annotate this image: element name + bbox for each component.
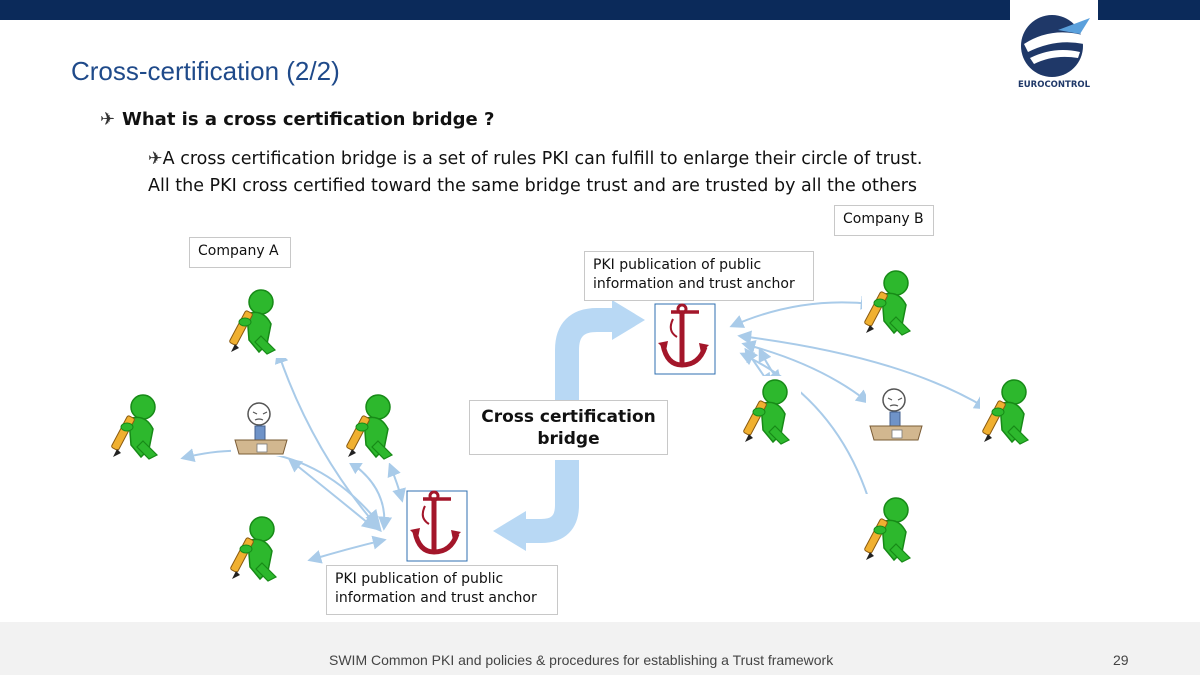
company-a-user-icon	[108, 390, 170, 464]
bridge-label-line-2: bridge	[537, 429, 600, 449]
top-banner	[0, 0, 1200, 20]
company-b-user-icon	[979, 375, 1041, 449]
airplane-icon: ✈	[100, 109, 116, 130]
answer-paragraph: ✈A cross certification bridge is a set o…	[148, 146, 1028, 200]
question-bullet: ✈ What is a cross certification bridge ?	[100, 109, 494, 130]
eurocontrol-logo: EUROCONTROL	[1010, 0, 1098, 100]
answer-line-2: All the PKI cross certified toward the s…	[148, 176, 918, 196]
pki-publication-top: PKI publication of public information an…	[584, 251, 814, 301]
logo-emblem-icon	[1021, 15, 1090, 77]
company-a-user-icon	[343, 390, 405, 464]
footer: SWIM Common PKI and policies & procedure…	[0, 622, 1200, 675]
company-a-user-icon	[226, 285, 288, 359]
airplane-icon: ✈	[148, 149, 163, 169]
company-b-trust-arrows	[729, 295, 989, 513]
bridge-arrow-up-head	[612, 300, 645, 340]
answer-line-1: A cross certification bridge is a set of…	[162, 149, 923, 169]
footer-text: SWIM Common PKI and policies & procedure…	[329, 652, 834, 668]
company-b-admin-icon	[865, 381, 927, 443]
company-b-user-icon	[861, 493, 923, 567]
page-number: 29	[1113, 652, 1129, 668]
company-b-user-icon	[861, 266, 923, 340]
pki-publication-top-line-2: information and trust anchor	[593, 276, 795, 292]
bridge-arrow-up	[555, 308, 615, 400]
trust-anchor-icon	[407, 491, 467, 561]
bridge-arrow-down	[522, 460, 579, 543]
pki-publication-top-line-1: PKI publication of public	[593, 257, 762, 273]
pki-publication-bottom-line-2: information and trust anchor	[335, 590, 537, 606]
pki-publication-bottom: PKI publication of public information an…	[326, 565, 558, 615]
company-b-label: Company B	[834, 205, 934, 236]
question-text: What is a cross certification bridge ?	[122, 109, 495, 130]
company-a-admin-icon	[230, 395, 292, 457]
bridge-label-line-1: Cross certification	[481, 407, 656, 427]
trust-anchor-icon	[655, 304, 715, 374]
company-a-label: Company A	[189, 237, 291, 268]
logo-text: EUROCONTROL	[1017, 80, 1091, 90]
company-b-user-icon	[740, 375, 802, 449]
pki-publication-bottom-line-1: PKI publication of public	[335, 571, 504, 587]
company-a-trust-arrows	[180, 349, 406, 564]
bridge-arrow-down-head	[493, 511, 526, 551]
page-title: Cross-certification (2/2)	[71, 56, 340, 86]
company-a-user-icon	[227, 512, 289, 586]
cross-certification-bridge-box: Cross certification bridge	[469, 400, 668, 455]
